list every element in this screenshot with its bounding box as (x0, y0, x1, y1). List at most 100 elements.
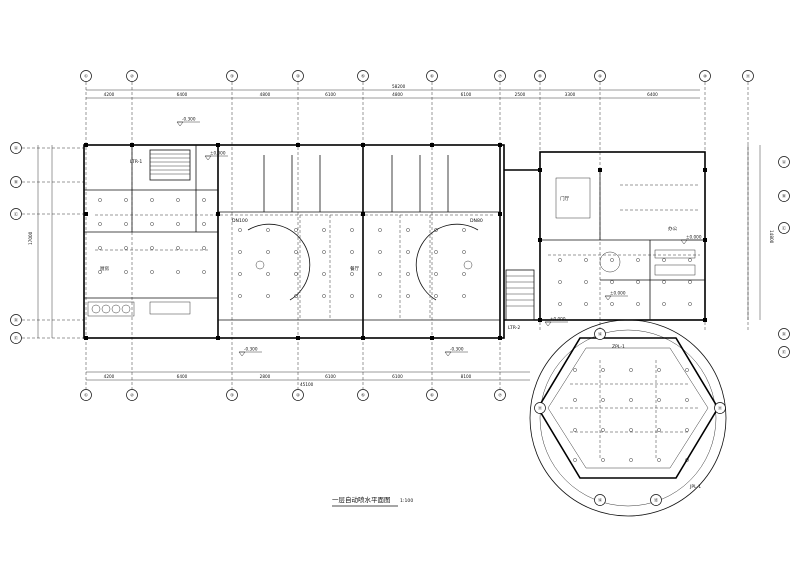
top-axis-bubble: ⑧ (534, 70, 546, 82)
column (598, 168, 602, 172)
column (130, 143, 134, 147)
sprinkler-head (657, 368, 661, 372)
right-total-dimension: 14800 (769, 230, 774, 244)
octagon-axis-bubble: ⑪ (534, 402, 546, 414)
left-dimension-chain: 17000 (28, 145, 53, 338)
top-axis-bubble: ⑦ (494, 70, 506, 82)
column (430, 143, 434, 147)
sprinkler-head (636, 302, 640, 306)
octagon-axis-bubble-text: ⑪ (538, 405, 543, 412)
top-axis-bubble: ⑩ (699, 70, 711, 82)
left-axis-bubble-text: Ⓔ (14, 335, 19, 342)
column (538, 168, 542, 172)
top-axis-bubble: ⑨ (594, 70, 606, 82)
right-axis-bubble: Ⓒ (778, 222, 790, 234)
sprinkler-head (322, 272, 326, 276)
overall-top-dimension: 58200 (392, 84, 406, 89)
top-axis-bubble-text: ⑪ (746, 73, 751, 80)
sprinkler-head (434, 272, 438, 276)
octagon-axis-bubble: ⑬ (650, 494, 662, 506)
sprinkler-head (202, 198, 206, 202)
sprinkler-head (238, 228, 242, 232)
top-dimension-chain: 58200 (86, 84, 700, 99)
sprinkler-head (462, 272, 466, 276)
top-axis-bubble-text: ⑦ (498, 74, 502, 79)
bottom-axis-bubble-text: ⑦ (498, 393, 502, 398)
sprinkler-head (98, 198, 102, 202)
sprinkler-head (322, 250, 326, 254)
sprinkler-head (176, 270, 180, 274)
room-labels: 厨房 餐厅 门厅 办公 (100, 195, 678, 272)
sprinkler-head (406, 228, 410, 232)
bottom-axis-bubble: ① (80, 389, 92, 401)
column (84, 336, 88, 340)
sprinkler-head (685, 428, 689, 432)
sprinkler-head (573, 398, 577, 402)
octagon-axis-bubble-text: ⑫ (598, 331, 603, 338)
top-axis-bubble-text: ④ (296, 74, 300, 79)
octagon-axis-bubble: ⑫ (594, 494, 606, 506)
bottom-span-label: 2800 (260, 374, 271, 379)
bottom-axis-bubble-text: ⑤ (361, 393, 365, 398)
elevation-marker: -0.300 (444, 347, 468, 357)
top-axis-bubble: ④ (292, 70, 304, 82)
sprinkler-head (629, 398, 633, 402)
bottom-axis-bubble: ② (126, 389, 138, 401)
room-dining-label: 餐厅 (350, 265, 360, 272)
elevation-value: -0.300 (450, 347, 464, 352)
top-axis-bubble-text: ③ (230, 74, 234, 79)
right-dimension-chain: 14800 (747, 145, 774, 320)
elevation-value: ±0.000 (610, 291, 626, 296)
sprinkler-head (662, 280, 666, 284)
sprinkler-head (610, 302, 614, 306)
octagon-axis-bubble-text: ⑪ (718, 405, 723, 412)
bottom-axis-bubble-text: ② (130, 393, 134, 398)
right-axis-bubble-text: Ⓓ (782, 331, 787, 338)
top-axis-bubble: ③ (226, 70, 238, 82)
sprinkler-head (573, 428, 577, 432)
column (216, 336, 220, 340)
sprinkler-head (176, 222, 180, 226)
sprinkler-head (350, 294, 354, 298)
sprinkler-head (266, 272, 270, 276)
elevation-marker: -0.300 (238, 347, 262, 357)
sprinkler-head (657, 398, 661, 402)
sprinkler-head (202, 270, 206, 274)
interior-partitions (84, 145, 705, 321)
sprinkler-head (406, 250, 410, 254)
sprinkler-head (150, 198, 154, 202)
column (498, 212, 502, 216)
top-axis-bubble-text: ① (84, 74, 88, 79)
column (361, 143, 365, 147)
sprinkler-head (350, 250, 354, 254)
sprinkler-head (98, 222, 102, 226)
top-span-label: 6100 (325, 92, 336, 97)
sprinkler-head (610, 280, 614, 284)
room-office-label: 办公 (668, 225, 678, 232)
sprinkler-head (124, 222, 128, 226)
left-axis-bubble-text: Ⓓ (14, 317, 19, 324)
sprinkler-pipes (95, 184, 700, 320)
sprinkler-head (124, 198, 128, 202)
left-axis-bubble: Ⓐ (10, 142, 22, 154)
right-axis-bubble-text: Ⓒ (782, 225, 787, 232)
elevation-marker: ±0.000 (680, 235, 704, 245)
top-span-label: 4200 (104, 92, 115, 97)
column (296, 143, 300, 147)
column (361, 336, 365, 340)
axis-grid-lines (22, 82, 749, 389)
sprinkler-head (406, 294, 410, 298)
sprinkler-head (688, 280, 692, 284)
pipe-main-label: DN100 (232, 218, 248, 224)
left-axis-bubble-text: Ⓑ (14, 179, 19, 186)
sprinkler-head (238, 294, 242, 298)
sprinkler-head (558, 302, 562, 306)
column (538, 238, 542, 242)
bottom-dimension-chain: 45100 (86, 371, 530, 387)
sprinkler-head (294, 272, 298, 276)
sprinkler-head (462, 250, 466, 254)
sprinkler-head (434, 228, 438, 232)
elevation-value: ±0.000 (686, 235, 702, 240)
